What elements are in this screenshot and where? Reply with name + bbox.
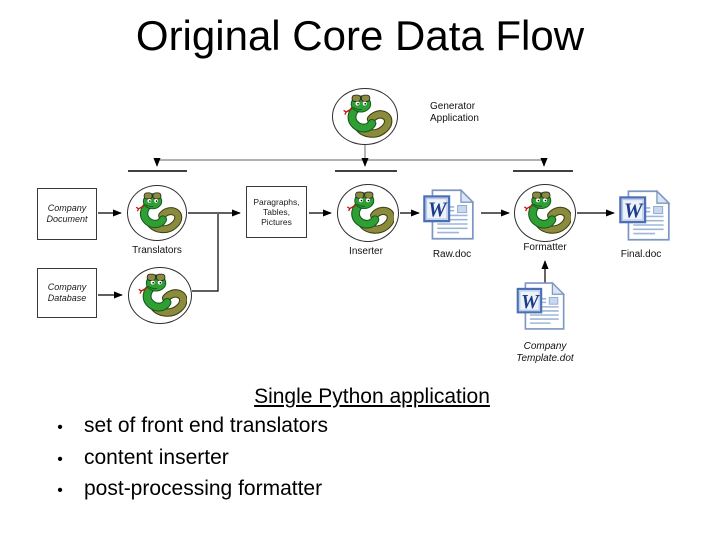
word-document-icon-raw[interactable]: [422, 186, 479, 243]
bullet-item: • set of front end translators: [40, 411, 328, 443]
python-snake-icon: [133, 272, 188, 319]
generator-node[interactable]: [332, 88, 398, 145]
translators-label[interactable]: Translators: [132, 245, 182, 256]
page-title[interactable]: Original Core Data Flow: [135, 12, 585, 59]
final-doc-label[interactable]: Final.doc: [620, 249, 662, 260]
company-database-label: Company Database: [47, 282, 87, 303]
content-types-label: Paragraphs, Tables, Pictures: [253, 197, 300, 227]
formatter-node[interactable]: [514, 184, 576, 242]
python-snake-icon: [337, 93, 393, 140]
bullet-text: post-processing formatter: [84, 477, 323, 500]
company-database-box[interactable]: Company Database: [37, 268, 97, 318]
bullet-item: • content inserter: [40, 443, 328, 475]
bullet-dot-icon: •: [57, 482, 63, 499]
content-types-box[interactable]: Paragraphs, Tables, Pictures: [246, 186, 307, 238]
translator-document-node[interactable]: [127, 185, 187, 241]
footer-heading-text: Single Python application: [254, 385, 490, 408]
bullet-text: content inserter: [84, 445, 229, 469]
word-document-icon-final[interactable]: [618, 187, 675, 244]
bullet-list[interactable]: • set of front end translators • content…: [40, 411, 328, 506]
bullet-dot-icon: •: [57, 419, 63, 436]
word-document-icon-template[interactable]: [514, 279, 571, 333]
footer-heading[interactable]: Single Python application: [40, 385, 704, 409]
bullet-dot-icon: •: [57, 450, 63, 468]
formatter-label[interactable]: Formatter: [523, 242, 567, 253]
python-snake-icon: [342, 189, 395, 237]
company-document-box[interactable]: Company Document: [37, 188, 97, 240]
inserter-node[interactable]: [337, 184, 399, 242]
python-snake-icon: [519, 189, 572, 237]
bullet-item: • post-processing formatter: [40, 474, 328, 506]
translator-database-node[interactable]: [128, 267, 192, 324]
python-snake-icon: [131, 190, 182, 236]
inserter-label[interactable]: Inserter: [349, 246, 383, 257]
generator-label[interactable]: Generator Application: [430, 101, 479, 124]
raw-doc-label[interactable]: Raw.doc: [432, 249, 472, 260]
template-doc-label[interactable]: Company Template.dot: [516, 341, 574, 364]
company-document-label: Company Document: [46, 203, 88, 224]
bullet-text: set of front end translators: [84, 414, 328, 437]
